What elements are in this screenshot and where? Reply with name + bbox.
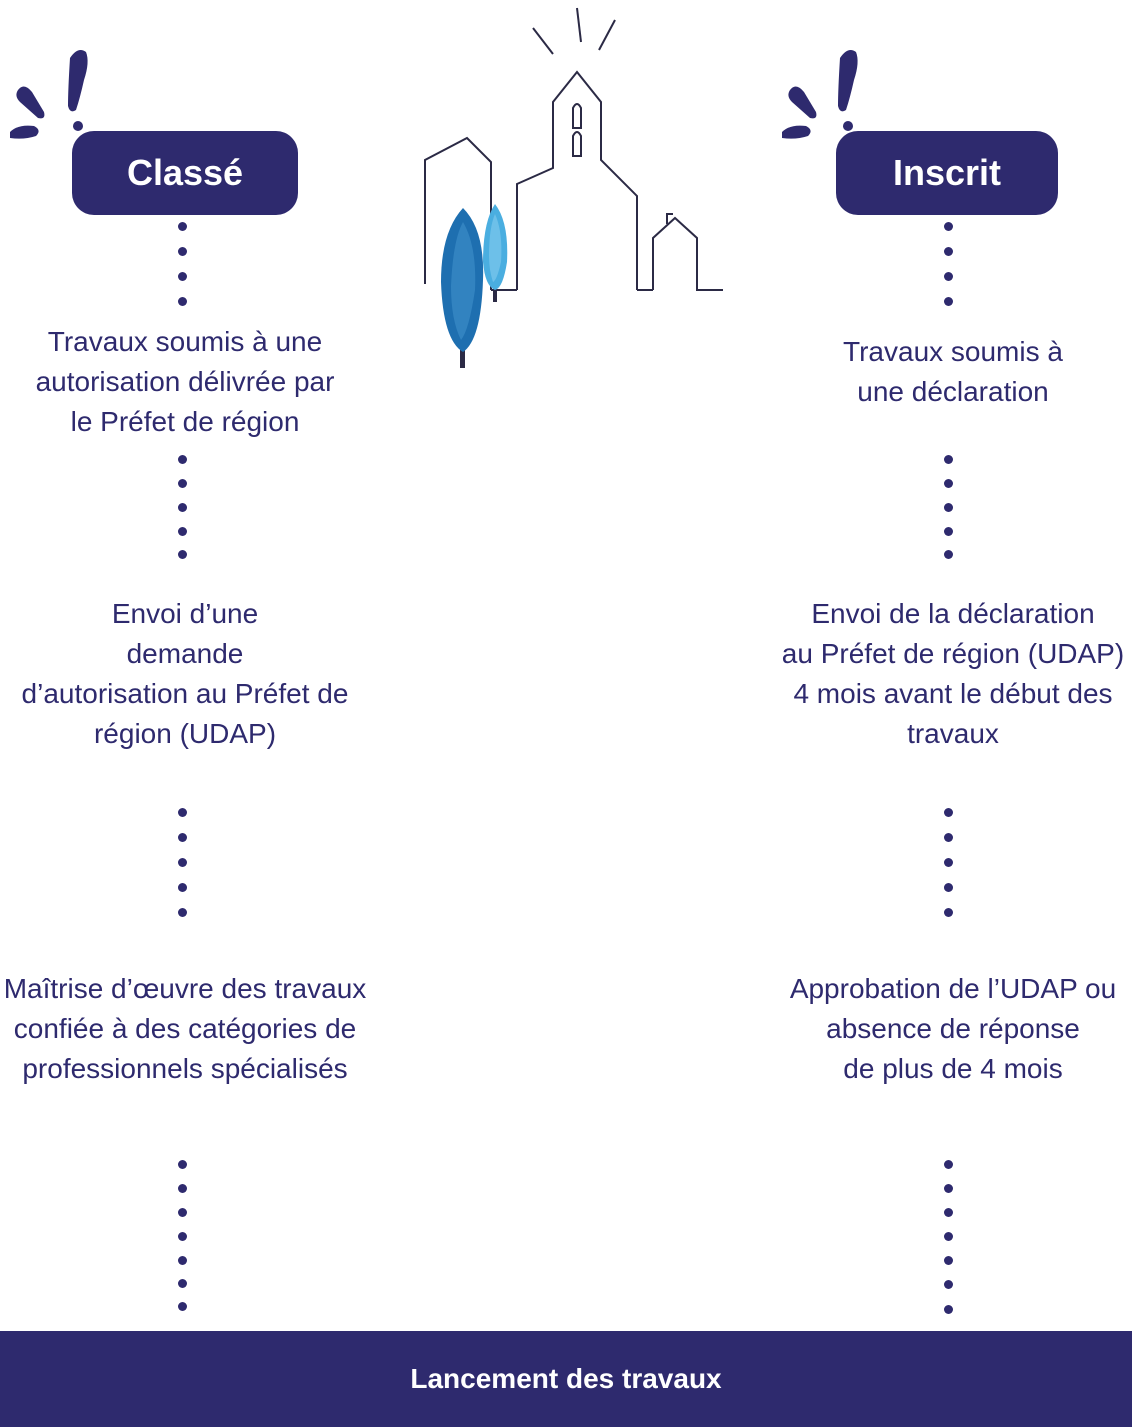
step-text-line: travaux [907,718,999,749]
step-text-line: région (UDAP) [93,718,277,749]
dotted-connector [944,808,954,917]
left-step-2: Envoi d’une demande d’autorisation au Préf… [0,594,370,754]
exclamation-icon [10,50,88,139]
footer-label: Lancement des travaux [410,1363,722,1394]
step-text-line: confiée à des catégories de [13,1013,357,1044]
inscrit-badge: Inscrit [836,131,1058,215]
dotted-connector [178,808,188,917]
step-text-line: Envoi de la déclaration [811,598,1095,629]
step-text-line: 4 mois avant le début des [793,678,1113,709]
step-text-line: Envoi d’une [111,598,259,629]
right-step-3: Approbation de l’UDAP ou absence de répon… [774,969,1132,1089]
left-step-3: Maîtrise d’œuvre des travaux confiée à de… [0,969,370,1089]
step-text-line: une déclaration [857,376,1049,407]
dotted-connector [178,1160,188,1311]
footer-banner: Lancement des travaux [0,1331,1132,1427]
dotted-connector [178,222,188,306]
step-text-line: Maîtrise d’œuvre des travaux [3,973,367,1004]
step-text-line: de plus de 4 mois [843,1053,1063,1084]
left-step-1: Travaux soumis à une autorisation délivré… [0,322,370,442]
step-text-line: demande [126,638,244,669]
step-text-line: d’autorisation au Préfet de [21,678,349,709]
dotted-connector [944,455,954,559]
classe-badge: Classé [72,131,298,215]
step-text-line: absence de réponse [826,1013,1080,1044]
step-text-line: Travaux soumis à [843,336,1063,367]
church-village-icon [424,7,723,368]
step-text-line: le Préfet de région [70,406,300,437]
dotted-connector [944,1160,954,1315]
exclamation-icon [782,50,858,139]
step-text-line: Approbation de l’UDAP ou [789,973,1117,1004]
step-text-line: au Préfet de région (UDAP) [781,638,1125,669]
right-step-1: Travaux soumis à une déclaration [774,332,1132,412]
step-text-line: autorisation délivrée par [35,366,335,397]
step-text-line: professionnels spécialisés [22,1053,348,1084]
dotted-connector [178,455,188,559]
step-text-line: Travaux soumis à une [47,326,323,357]
dotted-connector [944,222,954,306]
right-step-2: Envoi de la déclaration au Préfet de régi… [774,594,1132,754]
